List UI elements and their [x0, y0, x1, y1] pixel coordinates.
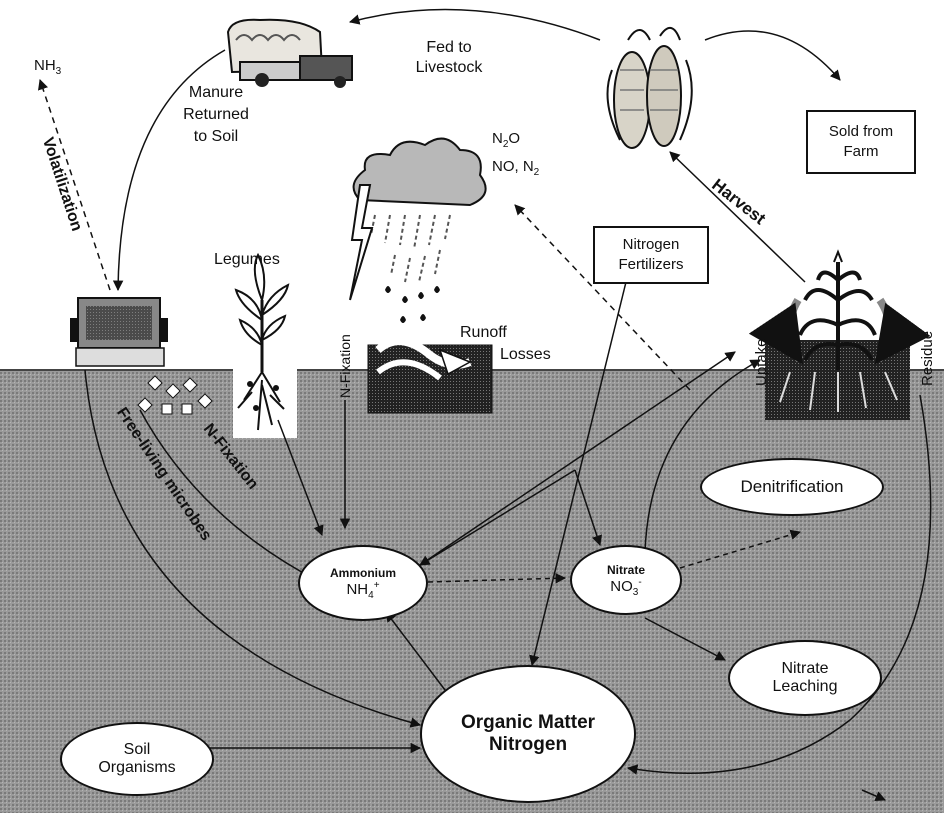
- ammonium-oval: Ammonium NH4+: [298, 545, 428, 621]
- nitrate-formula: NO3-: [610, 577, 641, 598]
- organic-matter-nitrogen-oval: Organic Matter Nitrogen: [420, 665, 636, 803]
- sold-from-farm-box: Sold from Farm: [806, 110, 916, 174]
- rain-cloud-icon: [354, 139, 486, 323]
- nh3-label: NH3: [34, 56, 61, 81]
- residue-label: Residue: [918, 331, 937, 386]
- nitrate-oval: Nitrate NO3-: [570, 545, 682, 615]
- corn-plant-icon: [765, 252, 910, 420]
- fed-to-livestock-label: Fed to Livestock: [404, 38, 494, 78]
- n2o-label: N2O NO, N2: [492, 128, 539, 184]
- soil-organisms-oval: Soil Organisms: [60, 722, 214, 796]
- uptake-label: Uptake: [752, 338, 771, 386]
- manure-label: Manure Returned to Soil: [166, 82, 266, 148]
- legume-plant-icon: [233, 255, 297, 438]
- manure-spreader-icon: [228, 20, 352, 88]
- manure-spreader-icon: [70, 298, 168, 366]
- lightning-icon: [350, 185, 372, 300]
- legumes-label: Legumes: [214, 250, 280, 269]
- ammonium-formula: NH4+: [346, 580, 379, 601]
- nitrogen-fertilizers-box: Nitrogen Fertilizers: [593, 226, 709, 284]
- runoff-losses-label: Runoff Losses: [460, 322, 551, 366]
- nitrate-leaching-oval: Nitrate Leaching: [728, 640, 882, 716]
- corn-cobs-icon: [608, 28, 692, 148]
- denitrification-oval: Denitrification: [700, 458, 884, 516]
- n-fixation-vertical-label: N-Fixation: [336, 334, 355, 398]
